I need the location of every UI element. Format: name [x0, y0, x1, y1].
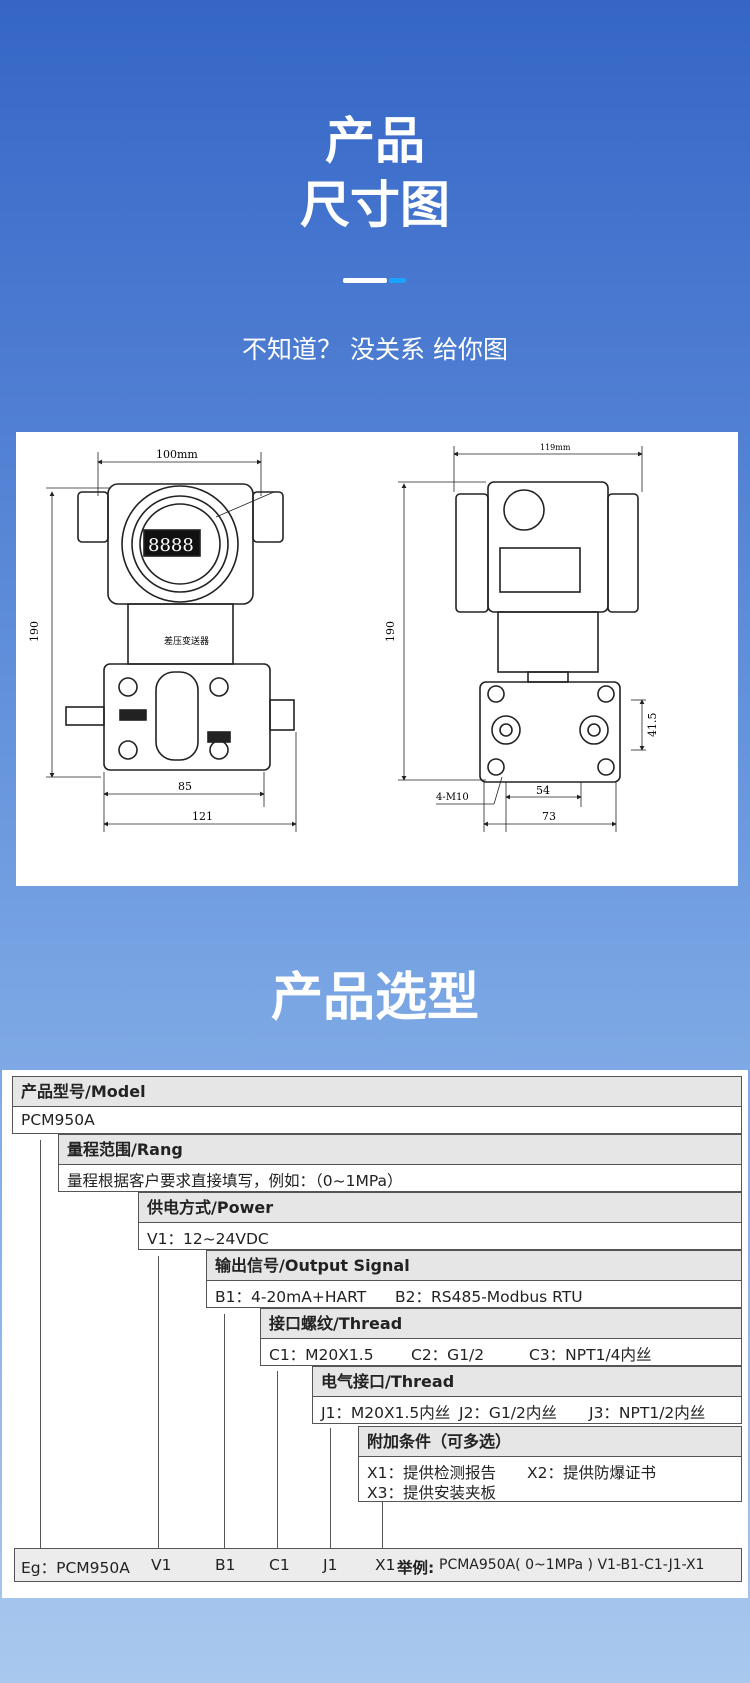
front-width-mid: 85 — [178, 780, 192, 793]
example-eg: Eg：PCM950A — [21, 1559, 130, 1577]
output-header: 输出信号/Output Signal — [207, 1251, 741, 1281]
electric-j2: J2：G1/2内丝 — [459, 1404, 557, 1422]
front-view — [46, 452, 297, 832]
side-hole: 4-M10 — [436, 792, 469, 803]
output-box: 输出信号/Output Signal B1：4-20mA+HART B2：RS4… — [206, 1250, 742, 1308]
side-width-mid: 54 — [536, 784, 550, 797]
output-b1: B1：4-20mA+HART — [215, 1288, 367, 1306]
connector-line — [158, 1256, 160, 1548]
connector-line — [277, 1371, 279, 1548]
selection-table: 产品型号/Model PCM950A 量程范围/Rang 量程根据客户要求直接填… — [2, 1070, 748, 1598]
electric-header: 电气接口/Thread — [313, 1367, 741, 1397]
selection-title: 产品选型 — [270, 968, 479, 1028]
example-label: 举例: — [397, 1559, 435, 1577]
example-b: B1 — [215, 1556, 236, 1574]
side-width-top: 119mm — [540, 443, 571, 452]
extra-x3: X3：提供安装夹板 — [367, 1484, 496, 1502]
example-x: X1 — [375, 1556, 396, 1574]
extra-box: 附加条件（可多选） X1：提供检测报告 X2：提供防爆证书 X3：提供安装夹板 — [358, 1426, 742, 1502]
electric-j3: J3：NPT1/2内丝 — [589, 1404, 706, 1422]
connector-line — [224, 1314, 226, 1548]
extra-x2: X2：提供防爆证书 — [527, 1464, 656, 1482]
title-divider — [343, 278, 387, 283]
side-height: 190 — [384, 621, 397, 642]
model-header: 产品型号/Model — [13, 1077, 741, 1107]
example-j: J1 — [323, 1556, 338, 1574]
connector-line — [40, 1140, 42, 1548]
side-height-small: 41.5 — [646, 713, 659, 738]
range-box: 量程范围/Rang 量程根据客户要求直接填写，例如：（0~1MPa） — [58, 1134, 742, 1192]
title-line-2: 尺寸图 — [300, 176, 450, 234]
range-header: 量程范围/Rang — [59, 1135, 741, 1165]
extra-x1: X1：提供检测报告 — [367, 1464, 496, 1482]
model-box: 产品型号/Model PCM950A — [12, 1076, 742, 1134]
front-width-top: 100mm — [156, 448, 198, 461]
model-value: PCM950A — [21, 1111, 95, 1129]
title-line-1: 产品 — [325, 112, 425, 170]
connector-line — [382, 1476, 384, 1548]
power-box: 供电方式/Power V1：12~24VDC — [138, 1192, 742, 1250]
thread-c2: C2：G1/2 — [411, 1346, 485, 1364]
title-divider-accent — [389, 278, 406, 283]
range-value: 量程根据客户要求直接填写，例如：（0~1MPa） — [67, 1172, 403, 1190]
example-c: C1 — [269, 1556, 290, 1574]
connector-line — [330, 1428, 332, 1548]
example-v: V1 — [151, 1556, 172, 1574]
front-height: 190 — [28, 621, 41, 642]
extra-header: 附加条件（可多选） — [359, 1427, 741, 1457]
dimension-drawing-svg: 100mm 190 差压变送器 8888 85 121 — [28, 443, 659, 832]
side-view — [398, 446, 646, 832]
power-value: V1：12~24VDC — [147, 1230, 269, 1248]
example-bar: Eg：PCM950A V1 B1 C1 J1 X1 举例: PCMA950A( … — [14, 1548, 742, 1582]
thread-c1: C1：M20X1.5 — [269, 1346, 374, 1364]
thread-header: 接口螺纹/Thread — [261, 1309, 741, 1339]
dimension-drawing: 100mm 190 差压变送器 8888 85 121 — [16, 432, 738, 886]
front-label: 差压变送器 — [164, 635, 209, 647]
electric-box: 电气接口/Thread J1：M20X1.5内丝 J2：G1/2内丝 J3：NP… — [312, 1366, 742, 1424]
front-width-bottom: 121 — [192, 810, 213, 823]
thread-box: 接口螺纹/Thread C1：M20X1.5 C2：G1/2 C3：NPT1/4… — [260, 1308, 742, 1366]
power-header: 供电方式/Power — [139, 1193, 741, 1223]
side-width-bottom: 73 — [542, 810, 556, 823]
output-b2: B2：RS485-Modbus RTU — [395, 1288, 583, 1306]
subtitle: 不知道？ 没关系 给你图 — [242, 335, 508, 364]
example-code: PCMA950A( 0~1MPa ) V1-B1-C1-J1-X1 — [439, 1557, 705, 1573]
display-digits: 8888 — [148, 535, 194, 556]
thread-c3: C3：NPT1/4内丝 — [529, 1346, 652, 1364]
electric-j1: J1：M20X1.5内丝 — [321, 1404, 451, 1422]
